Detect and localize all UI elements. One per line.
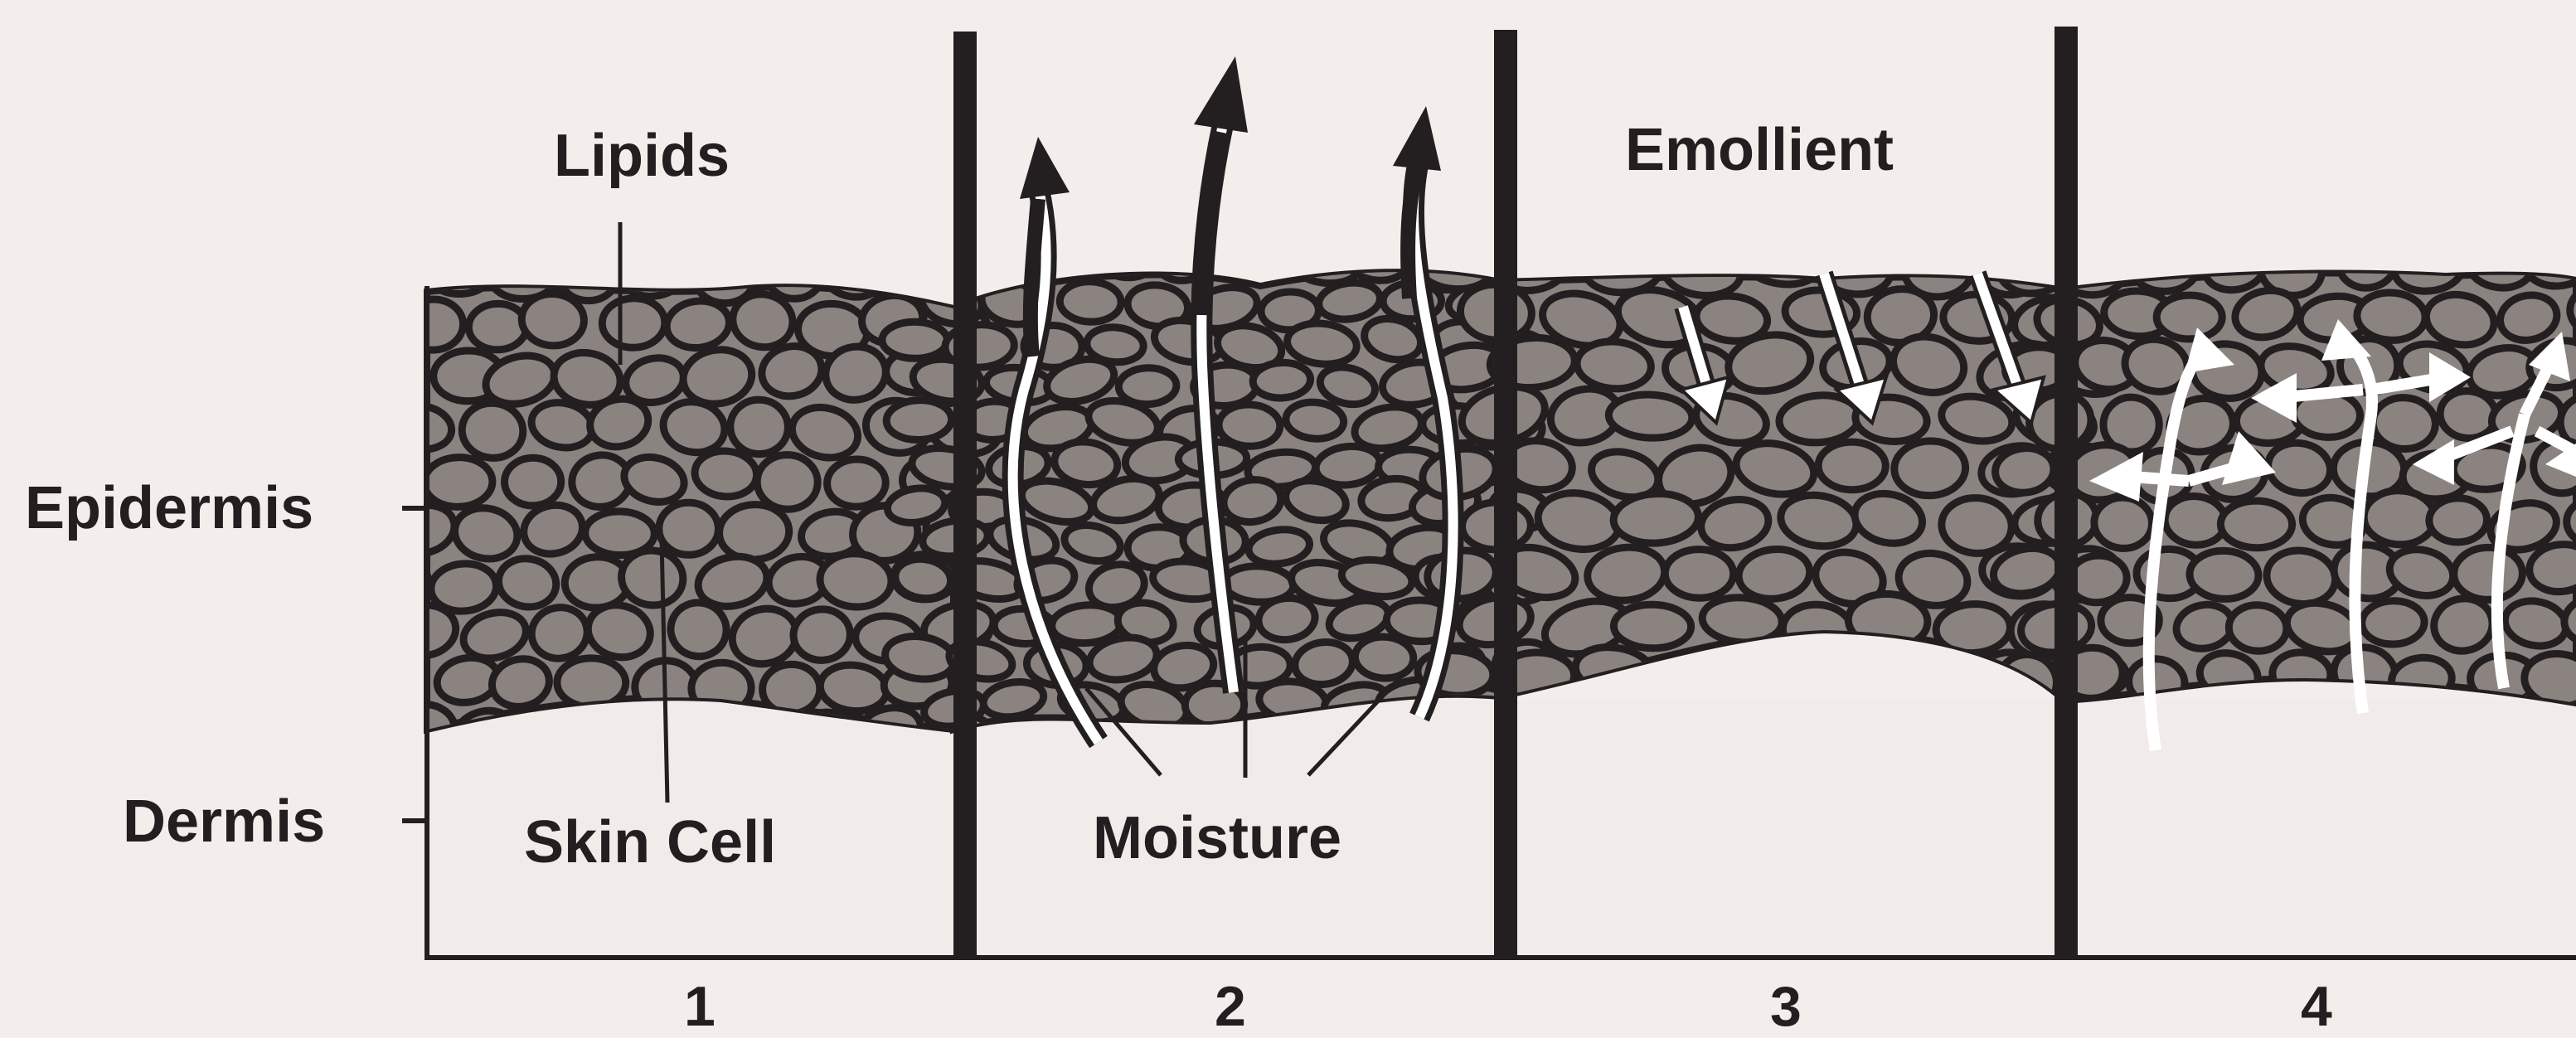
skin-cell [885,399,952,441]
skin-cell [2127,656,2187,708]
panel-number-2: 2 [1215,978,1246,1035]
skin-cell [2272,651,2332,697]
skin-cell [880,244,952,292]
skin-cell [364,250,423,298]
skin-cell [559,250,618,301]
skin-cell [2189,550,2259,600]
skin-cell [1218,236,1286,283]
skin-cell [1284,400,1345,441]
moisture-arrow-head-2 [1194,56,1248,133]
skin-cell [2093,496,2153,550]
lipids-label: Lipids [554,126,730,186]
skin-cell [792,608,851,662]
divider-3-4 [2054,27,2078,958]
skin-cell [2393,244,2465,294]
moisture-label: Moisture [1093,808,1341,868]
skin-cell [2453,547,2523,600]
skin-cell [349,344,423,405]
skin-cell [354,657,419,707]
skin-cell [601,298,665,349]
skin-cell [728,397,790,456]
skin-cell [718,502,791,561]
skin-cell [1818,442,1886,490]
skin-cell [882,322,948,358]
skin-cell [2220,501,2292,548]
skin-cell [356,447,430,502]
skin-cell [2228,604,2288,652]
skin-cell [2130,240,2199,292]
dermis-label: Dermis [123,792,325,851]
skin-cell [2156,295,2222,339]
skin-cell [1665,549,1734,598]
emollient-label: Emollient [1625,120,1894,180]
skin-cell [364,554,433,615]
panel-number-3: 3 [1770,978,1802,1035]
skin-cell [459,400,526,461]
skin-cell [1613,604,1691,649]
skin-cell [424,456,493,507]
skin-cell [2389,655,2454,705]
skin-cell [693,449,759,499]
skin-cell [1575,339,1652,391]
skin-cell [504,458,561,507]
skin-cell [2361,600,2425,646]
skin-cell [1733,638,1811,706]
skin-cell [1060,281,1122,323]
skin-cell [1893,439,1967,497]
skin-cell [1818,643,1886,699]
skin-cell [1608,393,1693,439]
skin-cell [2522,233,2576,289]
divider-1-2 [953,32,977,958]
skin-cell [1993,445,2056,496]
skin-cell [618,546,686,609]
skin-cell [402,298,464,352]
skin-cell [1612,492,1700,546]
panel-number-1: 1 [684,978,716,1035]
skin-cell [659,502,719,555]
skin-cell [1781,602,1854,657]
skin-cell [1659,656,1731,707]
skin-cell [2428,497,2487,543]
skin-cell-label: Skin Cell [524,812,776,872]
skin-cell [826,458,886,507]
panel-number-4: 4 [2301,978,2332,1035]
skin-cell [468,303,527,350]
skin-cell [2363,489,2436,546]
moisture-arrow-head-1 [1020,137,1070,199]
skin-cell [520,292,586,348]
skin-cell [764,243,824,300]
divider-2-3 [1494,30,1517,958]
skin-cell [890,241,953,303]
epidermis-label: Epidermis [25,478,313,538]
skin-cell [2356,291,2427,342]
skin-cell [1252,361,1312,400]
skin-cell [818,551,893,609]
moisture-arrow-head-3 [1393,106,1441,171]
